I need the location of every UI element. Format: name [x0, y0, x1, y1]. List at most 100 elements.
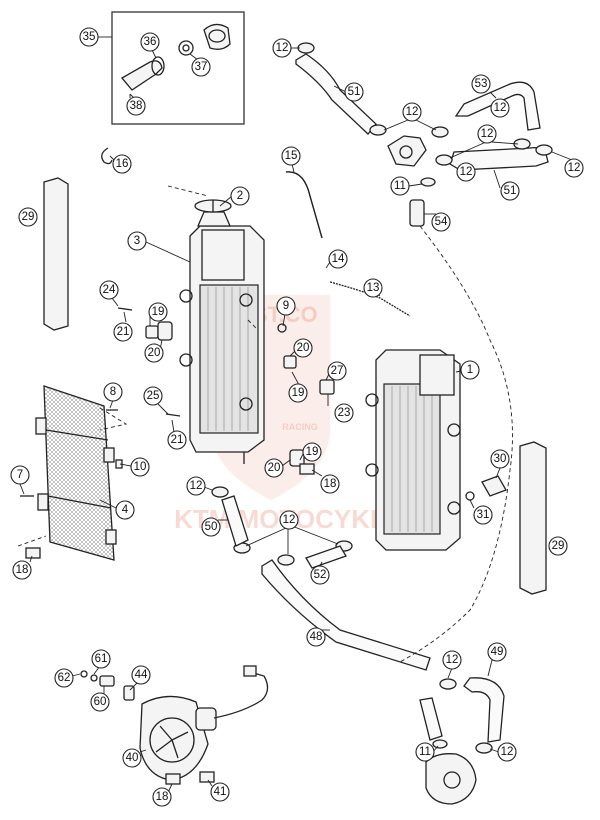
callout-label: 21 — [171, 434, 184, 446]
callout: 12 — [442, 650, 462, 679]
callout: 9 — [276, 296, 296, 327]
callout: 21 — [113, 311, 133, 342]
callout-label: 44 — [135, 669, 148, 681]
callout: 31 — [469, 499, 493, 525]
callout-label: 36 — [144, 36, 157, 48]
callout: 50 — [201, 517, 228, 537]
callout: 12 — [551, 151, 584, 178]
callout: 37 — [189, 53, 211, 77]
cooling-fan — [139, 665, 269, 785]
callout: 12 — [456, 162, 476, 182]
callout-label: 62 — [58, 672, 71, 684]
callout-label: 25 — [147, 390, 160, 402]
callout: 51 — [333, 82, 364, 102]
callout-label: 14 — [332, 253, 345, 265]
callout: 20 — [264, 458, 291, 478]
callout-label: 18 — [16, 564, 29, 576]
callout-label: 30 — [494, 453, 507, 465]
callout-label: 52 — [314, 569, 327, 581]
callout-label: 51 — [348, 86, 361, 98]
temp-sensor — [465, 475, 507, 501]
callout-label: 19 — [306, 446, 319, 458]
callout: 19 — [148, 302, 168, 326]
thermostat-inset — [111, 11, 245, 125]
callout-label: 31 — [477, 509, 490, 521]
callout: 2 — [219, 186, 250, 207]
callout: 18 — [12, 555, 33, 580]
callout-label: 4 — [122, 504, 129, 516]
callout-label: 19 — [292, 387, 305, 399]
callout: 20 — [289, 338, 313, 358]
upper-hoses — [295, 53, 549, 227]
callout: 40 — [122, 748, 147, 768]
hose-routing-line — [399, 225, 513, 663]
callout: 20 — [144, 339, 164, 363]
hose-clamps — [211, 42, 553, 754]
callout: 14 — [325, 249, 348, 269]
callout: 36 — [140, 32, 160, 59]
callout-label: 20 — [148, 347, 161, 359]
callout-label: 12 — [406, 106, 419, 118]
callout-label: 12 — [283, 514, 296, 526]
callout: 10 — [119, 457, 150, 477]
callout-label: 12 — [501, 746, 514, 758]
callout: 11 — [390, 176, 423, 196]
callout-label: 7 — [17, 469, 23, 481]
callout-label: 15 — [285, 150, 298, 162]
side-cover-left — [43, 177, 69, 331]
callout: 24 — [99, 280, 119, 307]
callout: 12 — [186, 476, 213, 496]
callout-label: 11 — [419, 746, 431, 758]
left-radiator — [179, 211, 265, 464]
callout: 12 — [490, 98, 510, 118]
callout: 19 — [288, 371, 308, 403]
callout: 62 — [54, 668, 81, 688]
callout-label: 12 — [190, 480, 203, 492]
callout-label: 12 — [446, 654, 459, 666]
callout-label: 38 — [130, 100, 143, 112]
callout: 52 — [310, 561, 330, 585]
callout: 54 — [424, 212, 451, 232]
callout-label: 16 — [116, 158, 129, 170]
callout-label: 37 — [195, 61, 208, 73]
callout: 18 — [311, 469, 340, 494]
mounting-hardware — [20, 307, 335, 559]
callout-label: 48 — [310, 631, 323, 643]
callout: 8 — [103, 382, 123, 409]
callout-label: 41 — [214, 786, 227, 798]
callout-label: 12 — [481, 128, 494, 140]
callout-label: 21 — [117, 326, 130, 338]
callout: 41 — [207, 779, 230, 802]
callout-label: 24 — [103, 284, 116, 296]
callouts: 1 2 3 4 7 8 9 10 11 11 12 12 12 12 12 12… — [10, 27, 584, 807]
callout-label: 40 — [126, 752, 139, 764]
fan-hardware — [80, 670, 135, 701]
callout: 25 — [143, 386, 169, 415]
callout: 1 — [455, 360, 480, 380]
callout-label: 50 — [205, 521, 218, 533]
callout: 12 — [245, 510, 339, 554]
callout-label: 27 — [331, 365, 344, 377]
callout: 49 — [487, 642, 507, 677]
water-pump — [425, 753, 477, 805]
callout: 21 — [167, 419, 187, 450]
callout: 30 — [490, 449, 510, 479]
callout: 19 — [299, 442, 322, 462]
short-hoses — [221, 495, 347, 569]
right-radiator — [365, 349, 461, 551]
callout: 3 — [127, 231, 191, 263]
spring-clip — [101, 147, 113, 165]
callout-label: 12 — [460, 166, 473, 178]
callout: 35 — [79, 27, 112, 47]
callout-label: 2 — [237, 190, 243, 202]
callout-label: 12 — [276, 42, 289, 54]
callout: 12 — [272, 38, 300, 58]
hose-49 — [463, 677, 505, 743]
callout-label: 61 — [95, 653, 108, 665]
callout-label: 29 — [552, 540, 565, 552]
callout: 60 — [90, 686, 110, 712]
callout: 53 — [471, 74, 497, 99]
callout: 27 — [325, 361, 347, 381]
callout-label: 13 — [367, 282, 380, 294]
